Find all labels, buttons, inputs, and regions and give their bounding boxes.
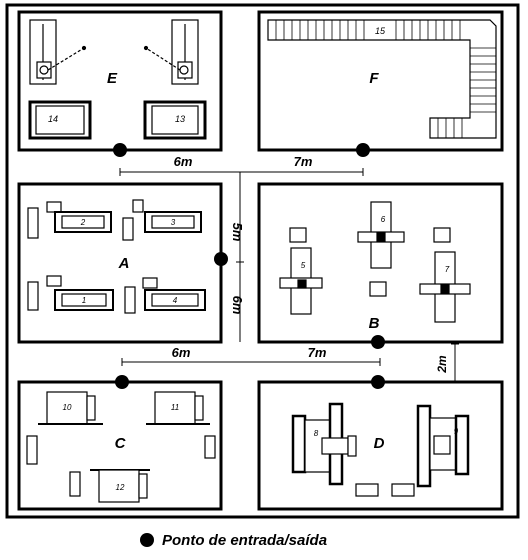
room-f-conveyor [267,19,497,139]
room-e-equipment [28,19,207,140]
machine-label-13: 13 [175,114,185,124]
legend: Ponto de entrada/saída [140,528,327,552]
dimension-lines [119,168,459,383]
conveyor-rollers [275,20,496,138]
dim-bottom-right: 7m [308,345,327,360]
entry-point-c [115,375,129,389]
room-c-equipment [26,391,216,503]
machine-label-12: 12 [116,483,125,492]
room-label-a: A [118,255,130,272]
room-label-d: D [374,435,385,452]
dim-vertical-upper: 5m [230,223,245,242]
machine-label-7: 7 [445,265,450,274]
machine-label-14: 14 [48,114,58,124]
machine-label-8: 8 [314,429,319,438]
entry-point-d [371,375,385,389]
room-a-equipment [27,199,206,314]
machine-label-10: 10 [63,403,72,412]
machine-label-11: 11 [171,403,179,412]
machine-label-1: 1 [82,296,86,305]
machine-label-5: 5 [301,261,306,270]
entry-point-e [113,143,127,157]
entry-point-b [371,335,385,349]
machine-label-2: 2 [80,218,86,227]
machine-label-9: 9 [454,427,459,436]
room-b-equipment [279,201,471,323]
entry-exit-dot-icon [140,533,154,547]
dim-bottom-left: 6m [172,345,191,360]
entry-point-a [214,252,228,266]
legend-label: Ponto de entrada/saída [162,531,328,549]
room-label-b: B [369,315,380,332]
entry-point-f [356,143,370,157]
machine-label-4: 4 [173,296,178,305]
room-label-f: F [369,70,379,87]
room-label-c: C [115,435,127,452]
machine-label-15: 15 [375,26,386,36]
room-d-equipment [291,402,470,497]
dim-corridor-height: 2m [435,355,449,374]
dim-top-left: 6m [174,154,193,169]
machine-label-6: 6 [381,215,386,224]
dim-top-right: 7m [294,154,313,169]
room-label-e: E [107,70,118,87]
machine-label-3: 3 [171,218,176,227]
dim-vertical-lower: 6m [230,296,245,315]
